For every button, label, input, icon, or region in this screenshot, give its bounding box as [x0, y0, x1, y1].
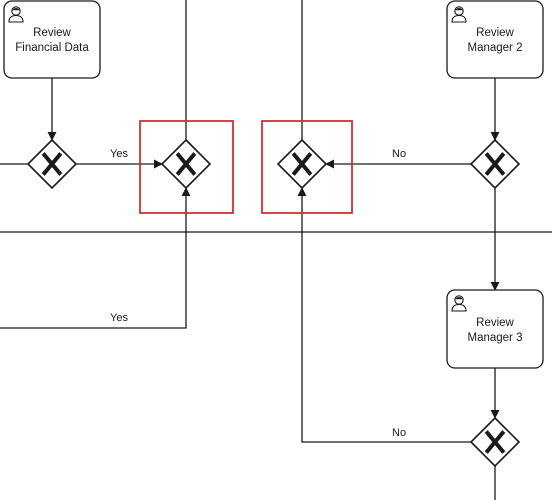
flow-no-bottom[interactable] — [297, 187, 472, 443]
edge-label-no-bottom: No — [392, 427, 406, 439]
task-label-line1: Review — [476, 27, 514, 39]
exclusive-gateway-merge-a[interactable] — [160, 138, 212, 190]
task-review-manager-3[interactable]: Review Manager 3 — [446, 289, 544, 369]
task-review-financial-data[interactable]: Review Financial Data — [3, 0, 101, 79]
highlight-box-gateway-b — [261, 120, 353, 214]
highlight-box-gateway-a — [139, 120, 234, 214]
task-review-manager-2[interactable]: Review Manager 2 — [446, 0, 544, 79]
edge-label-no-top: No — [392, 148, 406, 160]
edge-label-yes-top: Yes — [110, 148, 128, 160]
gateway-x-marker-icon — [41, 152, 63, 176]
exclusive-gateway-1[interactable] — [26, 138, 78, 190]
task-label-line1: Review — [476, 317, 514, 329]
gateway-x-marker-icon — [175, 152, 197, 176]
gateway-x-marker-icon — [484, 152, 506, 176]
gateway-x-marker-icon — [484, 430, 506, 454]
edge-label-yes-bottom: Yes — [110, 312, 128, 324]
task-label-line2: Manager 2 — [468, 42, 523, 54]
task-label-line2: Manager 3 — [468, 332, 523, 344]
task-label-line1: Review — [33, 27, 71, 39]
exclusive-gateway-2[interactable] — [469, 138, 521, 190]
task-label-line2: Financial Data — [15, 42, 89, 54]
gateway-x-marker-icon — [291, 152, 313, 176]
flow-yes-bottom[interactable] — [0, 187, 191, 329]
exclusive-gateway-3[interactable] — [469, 416, 521, 468]
exclusive-gateway-merge-b[interactable] — [276, 138, 328, 190]
